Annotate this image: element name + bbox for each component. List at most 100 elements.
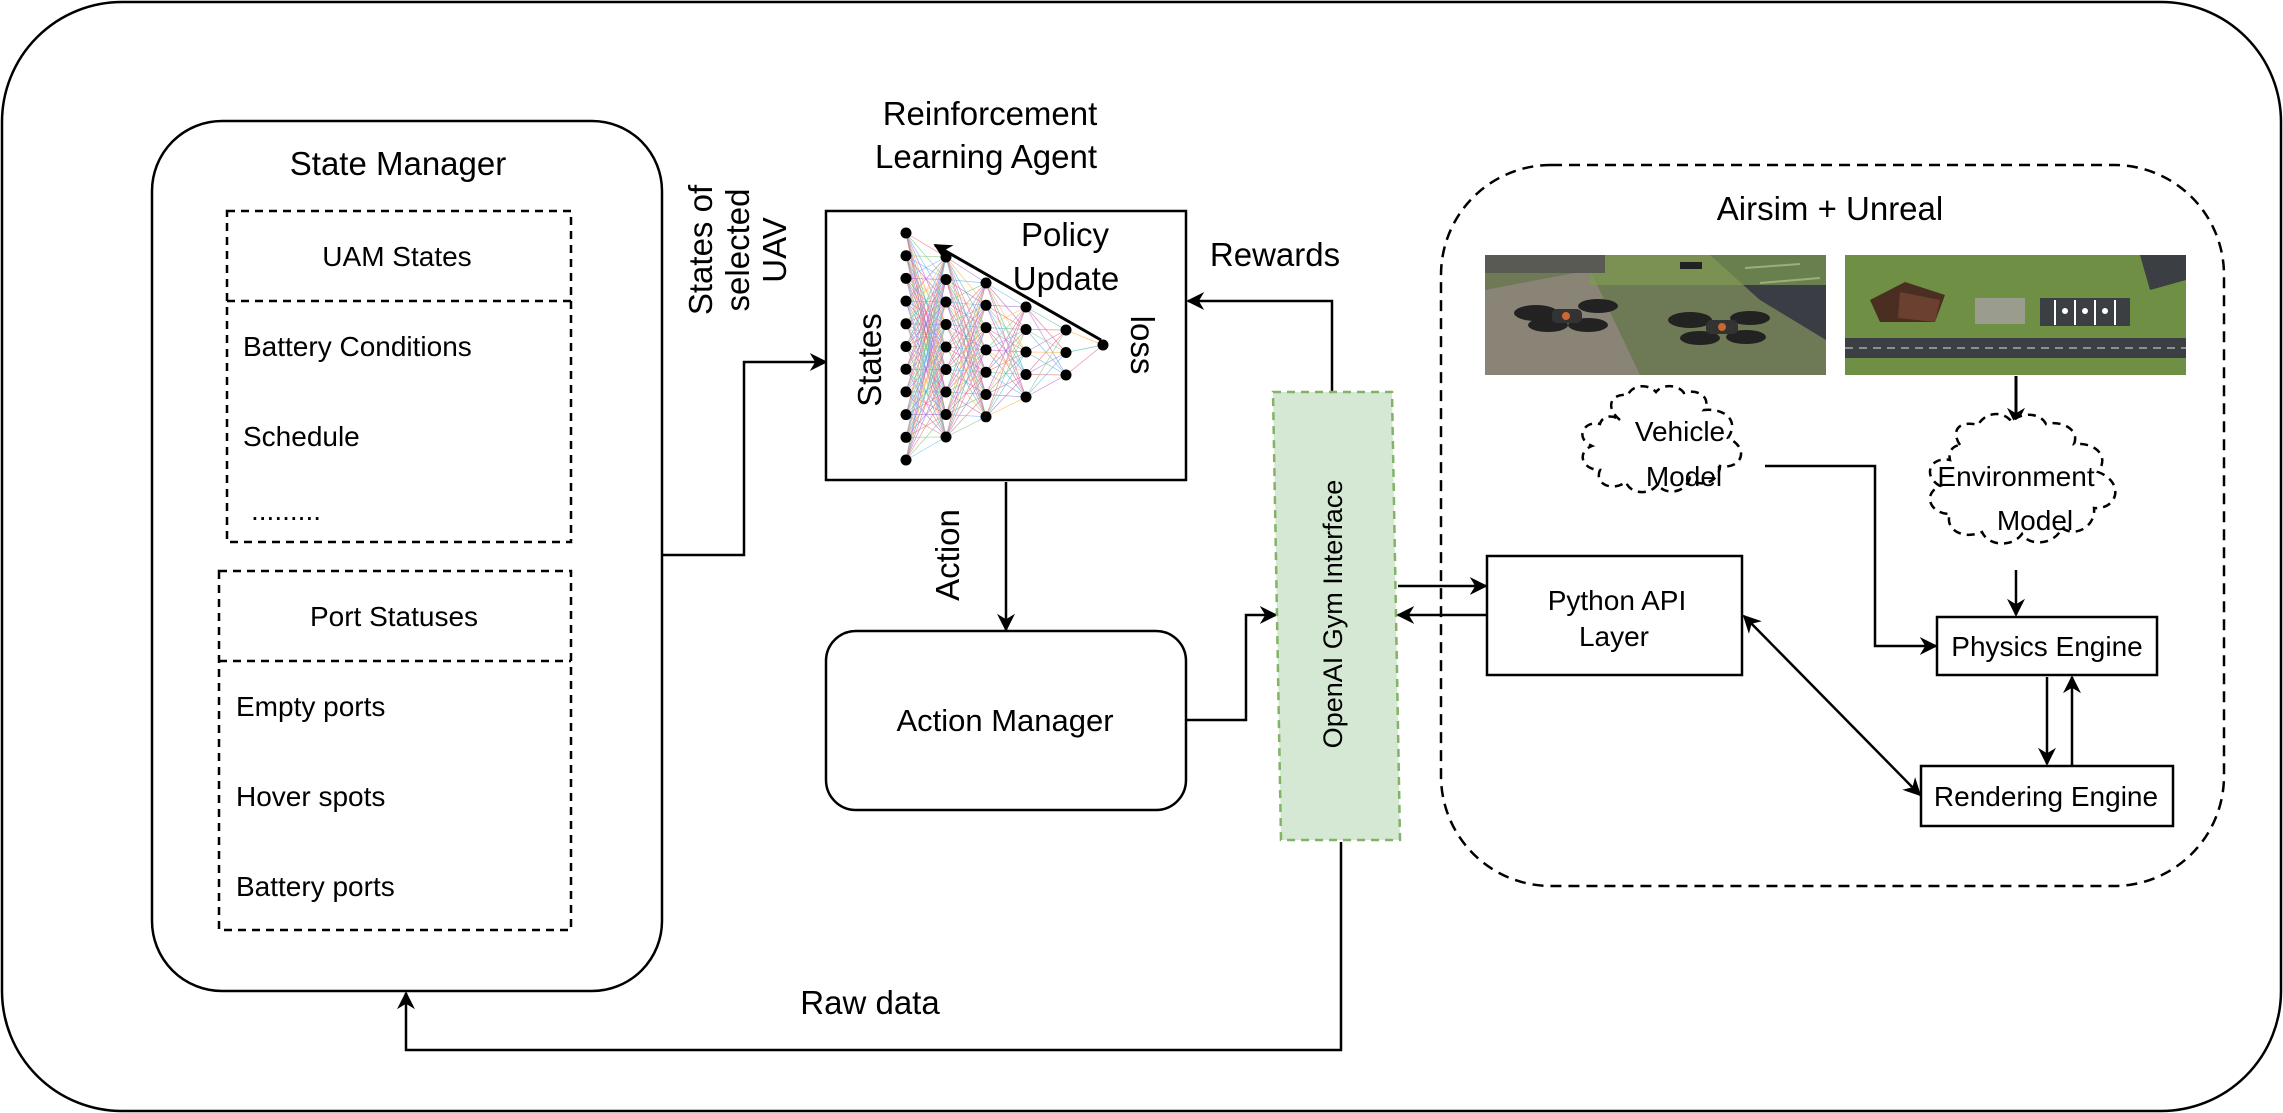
port-item-empty-ports: Empty ports bbox=[236, 691, 385, 722]
nn-node bbox=[940, 341, 952, 353]
action-manager-label: Action Manager bbox=[896, 703, 1113, 738]
port-item-battery-ports: Battery ports bbox=[236, 871, 395, 902]
nn-connection bbox=[985, 396, 1027, 418]
uam-item-ellipsis: ......... bbox=[251, 495, 321, 526]
port-statuses-group bbox=[217, 569, 573, 932]
nn-connection bbox=[905, 324, 947, 461]
python-api-line2: Layer bbox=[1579, 621, 1649, 652]
neural-network-graphic bbox=[900, 227, 1109, 466]
rl-agent-title-line1: Reinforcement bbox=[883, 95, 1098, 132]
nn-connection bbox=[905, 256, 947, 302]
nn-node bbox=[980, 299, 992, 311]
physics-engine-label: Physics Engine bbox=[1951, 631, 2142, 662]
uam-states-group bbox=[225, 209, 573, 544]
nn-connection bbox=[945, 372, 987, 438]
nn-connection bbox=[905, 301, 947, 461]
nn-connection bbox=[905, 279, 947, 461]
nn-node bbox=[900, 272, 912, 284]
environment-model-cloud bbox=[1928, 412, 2117, 545]
nn-connection bbox=[945, 305, 987, 438]
nn-connection bbox=[905, 256, 947, 347]
state-manager: State Manager UAM States Battery Conditi… bbox=[150, 119, 664, 993]
nn-connection bbox=[985, 306, 1027, 351]
nn-connection bbox=[985, 329, 1027, 417]
rl-agent-title-line2: Learning Agent bbox=[875, 138, 1097, 175]
nn-connection bbox=[905, 369, 947, 461]
nn-connection bbox=[1025, 329, 1067, 353]
nn-node bbox=[900, 409, 912, 421]
port-item-hover-spots: Hover spots bbox=[236, 781, 385, 812]
nn-connection bbox=[945, 282, 987, 325]
nn-connection bbox=[1065, 344, 1104, 376]
nn-connection bbox=[905, 256, 947, 392]
states-selected-uav-label: States of selected UAV bbox=[682, 184, 793, 315]
svg-text:States of: States of bbox=[682, 184, 719, 315]
rendering-engine-label: Rendering Engine bbox=[1934, 781, 2158, 812]
nn-connection bbox=[945, 282, 987, 348]
rl-agent: Reinforcement Learning Agent Policy Upda… bbox=[824, 95, 1188, 482]
nn-node bbox=[900, 250, 912, 262]
nn-connection bbox=[945, 282, 987, 438]
nn-connection bbox=[945, 279, 987, 284]
arrow-states-to-agent bbox=[662, 353, 828, 557]
uam-states-header: UAM States bbox=[322, 241, 471, 272]
nn-node bbox=[980, 389, 992, 400]
nn-node bbox=[940, 431, 952, 443]
nn-connection bbox=[905, 256, 947, 461]
nn-connection bbox=[1065, 344, 1104, 353]
airsim-unreal-box bbox=[1439, 163, 2226, 888]
nn-connection bbox=[945, 416, 987, 438]
nn-node bbox=[980, 366, 992, 378]
nn-connection bbox=[905, 256, 947, 324]
arrow-python-rendering bbox=[1742, 614, 1922, 797]
nn-connection bbox=[945, 394, 987, 438]
nn-connection bbox=[945, 282, 987, 415]
environment-model-line1: Environment bbox=[1937, 461, 2094, 492]
svg-text:UAV: UAV bbox=[756, 217, 793, 282]
nn-connection bbox=[1025, 306, 1067, 331]
nn-connection bbox=[985, 374, 1027, 418]
port-statuses-header: Port Statuses bbox=[310, 601, 478, 632]
drone-sim-image bbox=[1485, 255, 1826, 375]
loss-feedback-arrow bbox=[933, 243, 1102, 342]
python-api-line1: Python API bbox=[1548, 585, 1687, 616]
nn-connection bbox=[945, 349, 987, 438]
nn-node bbox=[900, 386, 912, 398]
nn-connection bbox=[945, 327, 987, 438]
nn-node bbox=[900, 318, 912, 330]
svg-text:selected: selected bbox=[719, 189, 756, 312]
rewards-label: Rewards bbox=[1210, 236, 1340, 273]
arrow-rewards bbox=[1186, 292, 1334, 392]
nn-loss-label: loss bbox=[1124, 316, 1161, 375]
nn-connection bbox=[945, 282, 987, 303]
nn-connection bbox=[985, 304, 1027, 308]
nn-node bbox=[900, 363, 912, 375]
nn-connection bbox=[905, 256, 947, 370]
policy-update-line1: Policy bbox=[1021, 216, 1110, 253]
vehicle-model-line2: Model bbox=[1646, 461, 1722, 492]
nn-node bbox=[980, 411, 992, 423]
nn-node bbox=[1020, 324, 1032, 335]
arrow-raw-data bbox=[397, 842, 1343, 1052]
nn-connection bbox=[1025, 374, 1067, 398]
nn-node bbox=[900, 431, 912, 443]
rl-agent-box bbox=[824, 209, 1188, 482]
nn-node bbox=[900, 454, 912, 466]
nn-connection bbox=[1025, 329, 1067, 398]
state-manager-title: State Manager bbox=[290, 145, 506, 182]
airsim-title: Airsim + Unreal bbox=[1717, 190, 1943, 227]
nn-node bbox=[1060, 369, 1072, 381]
nn-node bbox=[900, 341, 912, 352]
nn-node bbox=[940, 296, 952, 308]
nn-node bbox=[980, 344, 992, 356]
raw-data-label: Raw data bbox=[800, 984, 940, 1021]
uam-item-schedule: Schedule bbox=[243, 421, 360, 452]
nn-node bbox=[940, 409, 952, 420]
nn-node bbox=[980, 322, 992, 334]
arrow-action-to-gym bbox=[1186, 606, 1278, 722]
nn-connection bbox=[905, 256, 947, 415]
nn-node bbox=[940, 364, 952, 375]
nn-connection bbox=[1065, 329, 1104, 346]
